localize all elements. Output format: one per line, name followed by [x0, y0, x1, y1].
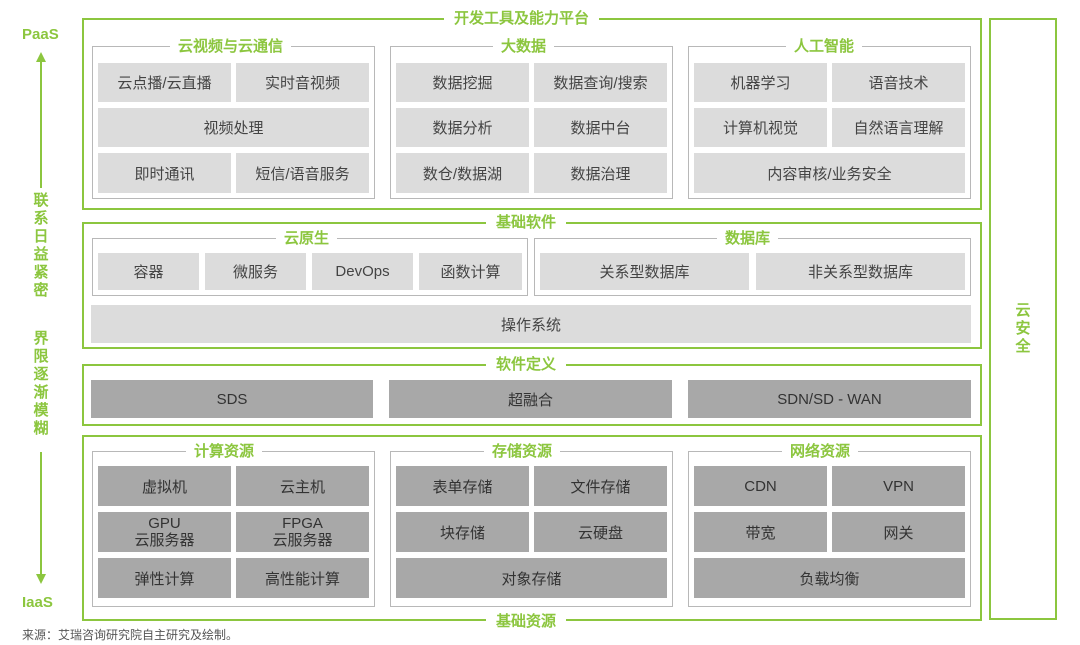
platform-title: 开发工具及能力平台 — [444, 9, 600, 29]
storage-item: 对象存储 — [396, 558, 667, 598]
cloud-native-item: 微服务 — [205, 253, 306, 290]
iaas-label: IaaS — [22, 594, 53, 611]
software-defined-title: 软件定义 — [486, 355, 567, 375]
axis-label-upper: 联系日益紧密 — [33, 192, 49, 299]
arrow-up-icon — [36, 52, 46, 62]
video-item: 云点播/云直播 — [98, 63, 231, 102]
ai-title: 人工智能 — [786, 37, 863, 57]
compute-item: 弹性计算 — [98, 558, 231, 598]
video-item: 短信/语音服务 — [236, 153, 369, 193]
base-software-title: 基础软件 — [486, 213, 567, 233]
video-item: 视频处理 — [98, 108, 369, 147]
cloud-security-label: 云安全 — [1015, 302, 1031, 355]
database-item: 关系型数据库 — [540, 253, 749, 290]
video-title: 云视频与云通信 — [170, 37, 292, 57]
bigdata-item: 数据治理 — [534, 153, 667, 193]
fpga-label: FPGA — [282, 515, 323, 532]
ai-item: 机器学习 — [694, 63, 827, 102]
video-item: 实时音视频 — [236, 63, 369, 102]
compute-item: 高性能计算 — [236, 558, 369, 598]
compute-item: 虚拟机 — [98, 466, 231, 506]
storage-item: 文件存储 — [534, 466, 667, 506]
cloud-native-title: 云原生 — [276, 229, 338, 249]
gpu-server-label: 云服务器 — [134, 532, 195, 549]
bigdata-item: 数仓/数据湖 — [396, 153, 529, 193]
cloud-native-item: DevOps — [312, 253, 413, 290]
storage-item: 云硬盘 — [534, 512, 667, 552]
database-title: 数据库 — [717, 229, 779, 249]
network-item: VPN — [832, 466, 965, 506]
bigdata-item: 数据查询/搜索 — [534, 63, 667, 102]
axis-label-lower: 界限逐渐模糊 — [33, 330, 49, 437]
video-item: 即时通讯 — [98, 153, 231, 193]
gpu-label: GPU — [148, 515, 181, 532]
network-item: CDN — [694, 466, 827, 506]
arrow-down-icon — [36, 574, 46, 584]
ai-item: 语音技术 — [832, 63, 965, 102]
ai-item: 计算机视觉 — [694, 108, 827, 147]
storage-item: 表单存储 — [396, 466, 529, 506]
bigdata-item: 数据中台 — [534, 108, 667, 147]
network-item: 网关 — [832, 512, 965, 552]
network-title: 网络资源 — [782, 442, 859, 462]
sds-bar: SDS — [91, 380, 373, 418]
compute-item-gpu: GPU 云服务器 — [98, 512, 231, 552]
network-item: 负载均衡 — [694, 558, 965, 598]
base-resources-title: 基础资源 — [486, 612, 567, 632]
fpga-server-label: 云服务器 — [272, 532, 333, 549]
hyperconverged-bar: 超融合 — [389, 380, 672, 418]
source-note: 来源：艾瑞咨询研究院自主研究及绘制。 — [22, 628, 239, 642]
compute-item-fpga: FPGA 云服务器 — [236, 512, 369, 552]
compute-title: 计算资源 — [186, 442, 263, 462]
cloud-security-box — [989, 18, 1057, 620]
storage-title: 存储资源 — [484, 442, 561, 462]
bigdata-item: 数据挖掘 — [396, 63, 529, 102]
cloud-native-item: 函数计算 — [419, 253, 522, 290]
bigdata-item: 数据分析 — [396, 108, 529, 147]
axis-line-top — [40, 60, 42, 188]
ai-item: 自然语言理解 — [832, 108, 965, 147]
bigdata-title: 大数据 — [493, 37, 555, 57]
paas-label: PaaS — [22, 26, 59, 43]
os-bar: 操作系统 — [91, 305, 971, 343]
database-item: 非关系型数据库 — [756, 253, 965, 290]
ai-item: 内容审核/业务安全 — [694, 153, 965, 193]
compute-item: 云主机 — [236, 466, 369, 506]
network-item: 带宽 — [694, 512, 827, 552]
storage-item: 块存储 — [396, 512, 529, 552]
sdn-bar: SDN/SD - WAN — [688, 380, 971, 418]
axis-line-bottom — [40, 452, 42, 574]
cloud-native-item: 容器 — [98, 253, 199, 290]
